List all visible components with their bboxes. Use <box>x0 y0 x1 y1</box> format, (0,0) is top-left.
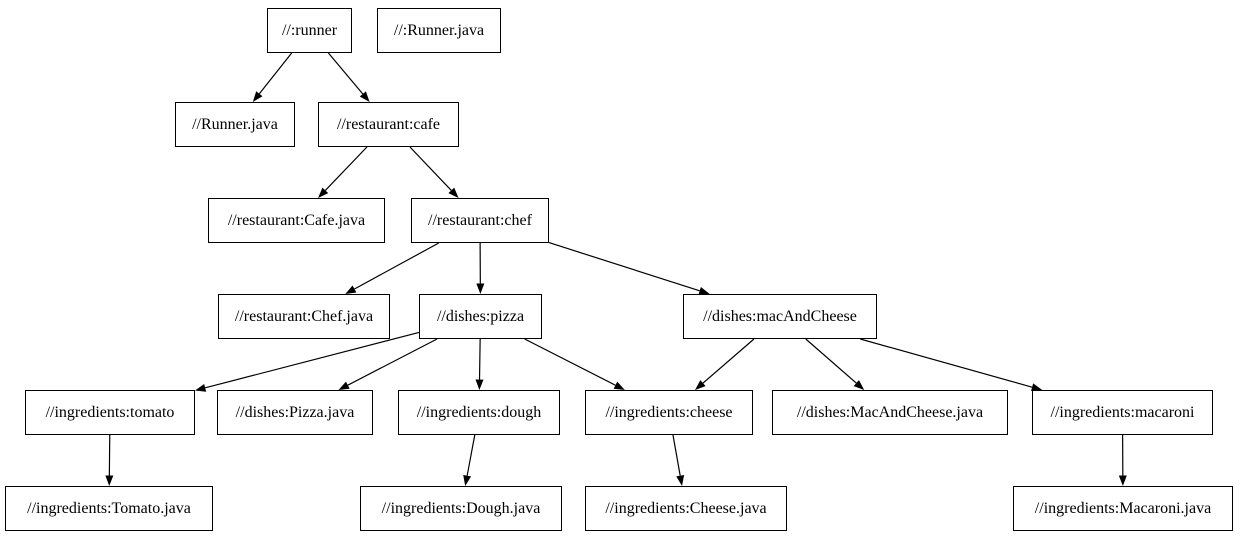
edge-pizza-to-dough <box>478 338 481 380</box>
graph-node-tomato: //ingredients:tomato <box>25 390 195 435</box>
graph-node-cafe: //restaurant:cafe <box>318 102 459 147</box>
graph-node-label: //ingredients:Tomato.java <box>27 499 191 517</box>
arrowhead-icon <box>853 380 865 390</box>
arrowhead-icon <box>1118 475 1127 486</box>
edge-runner-to-cafe <box>327 52 364 95</box>
graph-node-label: //Runner.java <box>192 115 278 133</box>
edge-pizza-to-tomato <box>205 331 420 389</box>
arrowhead-icon <box>695 380 706 390</box>
arrowhead-icon <box>359 91 370 102</box>
graph-node-chef: //restaurant:chef <box>411 198 549 243</box>
graph-node-label: //ingredients:dough <box>416 403 542 421</box>
arrowhead-icon <box>195 383 207 392</box>
graph-node-dough: //ingredients:dough <box>398 390 560 435</box>
graph-node-macaroni-java: //ingredients:Macaroni.java <box>1013 486 1233 531</box>
graph-node-label: //dishes:macAndCheese <box>703 307 857 325</box>
graph-node-label: //restaurant:chef <box>428 211 532 229</box>
graph-node-dough-java: //ingredients:Dough.java <box>360 486 562 531</box>
edge-mac-and-cheese-to-mac-and-cheese-java <box>805 338 857 384</box>
arrowhead-icon <box>448 187 459 198</box>
graph-node-runner-java: //Runner.java <box>175 102 295 147</box>
graph-node-cheese: //ingredients:cheese <box>585 390 753 435</box>
graph-node-runner-java-root: //:Runner.java <box>377 8 501 53</box>
edge-runner-to-runner-java <box>258 52 293 95</box>
edge-chef-to-mac-and-cheese <box>548 242 700 292</box>
edge-pizza-to-pizza-java <box>347 338 438 386</box>
arrowhead-icon <box>338 381 350 390</box>
graph-node-label: //ingredients:Macaroni.java <box>1034 499 1212 517</box>
graph-node-label: //ingredients:macaroni <box>1050 403 1195 421</box>
graph-node-chef-java: //restaurant:Chef.java <box>218 294 390 339</box>
graph-node-mac-and-cheese: //dishes:macAndCheese <box>683 294 877 339</box>
edge-mac-and-cheese-to-cheese <box>702 338 755 384</box>
graph-node-cheese-java: //ingredients:Cheese.java <box>585 486 787 531</box>
arrowhead-icon <box>698 286 710 295</box>
graph-node-label: //restaurant:Cafe.java <box>227 211 366 229</box>
graph-node-label: //ingredients:cheese <box>605 403 733 421</box>
graph-node-mac-and-cheese-java: //dishes:MacAndCheese.java <box>772 390 1008 435</box>
edge-cheese-to-cheese-java <box>672 434 681 476</box>
graph-node-label: //dishes:MacAndCheese.java <box>796 403 984 421</box>
edge-dough-to-dough-java <box>466 434 476 476</box>
graph-node-label: //dishes:Pizza.java <box>235 403 355 421</box>
arrowhead-icon <box>1031 383 1043 392</box>
arrowhead-icon <box>345 285 357 294</box>
graph-node-pizza-java: //dishes:Pizza.java <box>217 390 373 435</box>
arrowhead-icon <box>463 474 472 486</box>
arrowhead-icon <box>676 474 685 486</box>
graph-node-label: //:runner <box>281 21 338 39</box>
graph-node-label: //dishes:pizza <box>436 307 525 325</box>
edge-pizza-to-cheese <box>524 338 616 386</box>
graph-node-macaroni: //ingredients:macaroni <box>1032 390 1213 435</box>
arrowhead-icon <box>476 283 485 294</box>
graph-node-label: //:Runner.java <box>393 21 485 39</box>
edge-cafe-to-cafe-java <box>324 146 368 191</box>
graph-node-label: //ingredients:Cheese.java <box>605 499 767 517</box>
graph-node-cafe-java: //restaurant:Cafe.java <box>208 198 385 243</box>
edge-chef-to-chef-java <box>354 242 440 290</box>
graph-node-label: //restaurant:Chef.java <box>234 307 374 325</box>
graph-node-label: //restaurant:cafe <box>336 115 441 133</box>
graph-node-runner: //:runner <box>267 8 352 53</box>
arrowhead-icon <box>105 475 114 486</box>
graph-node-label: //ingredients:tomato <box>45 403 175 421</box>
arrowhead-icon <box>252 91 263 102</box>
arrowhead-icon <box>318 187 329 198</box>
edge-cafe-to-chef <box>409 146 452 191</box>
edge-mac-and-cheese-to-macaroni <box>860 338 1033 388</box>
graph-node-tomato-java: //ingredients:Tomato.java <box>5 486 213 531</box>
arrowhead-icon <box>475 379 484 390</box>
graph-node-pizza: //dishes:pizza <box>419 294 542 339</box>
arrowhead-icon <box>613 381 625 390</box>
graph-node-label: //ingredients:Dough.java <box>381 499 541 517</box>
